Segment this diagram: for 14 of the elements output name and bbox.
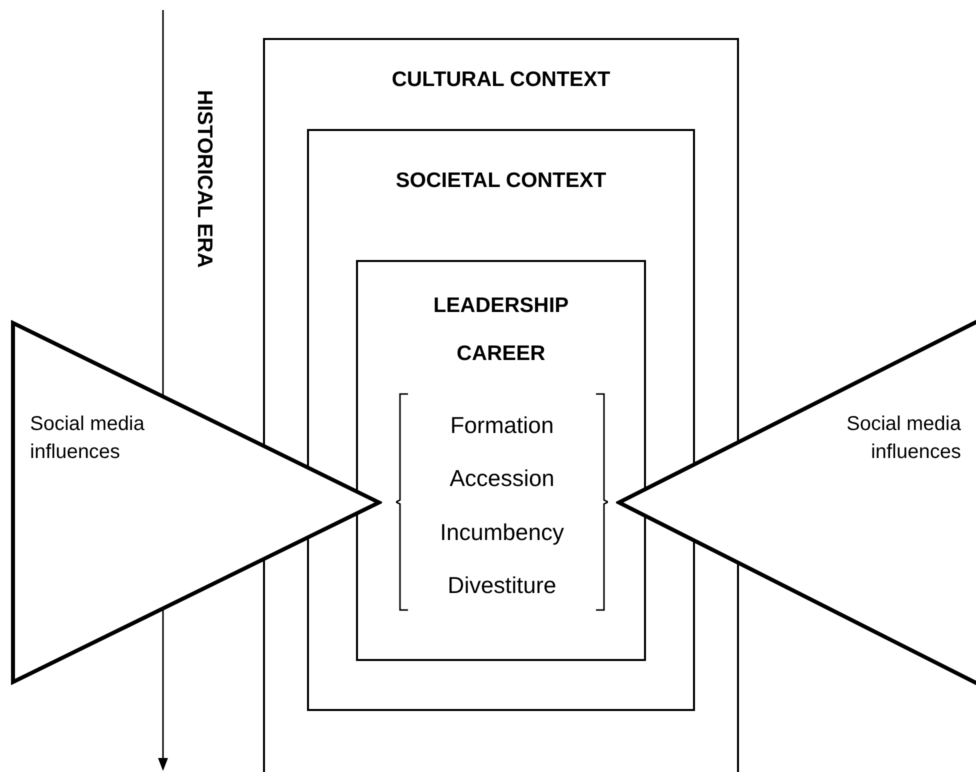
stage-label: Accession — [448, 464, 556, 494]
box-heading: SOCIETAL CONTEXT — [394, 169, 608, 193]
triangle-label: Social media influences — [845, 412, 961, 465]
context-box — [356, 260, 646, 661]
funnel-triangle — [616, 320, 976, 685]
stage-label: Incumbency — [438, 518, 565, 547]
triangle-label: Social media influences — [30, 412, 146, 465]
box-heading: CULTURAL CONTEXT — [390, 68, 612, 92]
stage-label: Formation — [449, 410, 555, 440]
stage-label: Divestiture — [446, 571, 558, 600]
context-box — [307, 129, 695, 711]
box-heading: LEADERSHIP CAREER — [432, 293, 570, 367]
vertical-label: HISTORICAL ERA — [192, 90, 216, 268]
funnel-triangle — [10, 320, 382, 685]
